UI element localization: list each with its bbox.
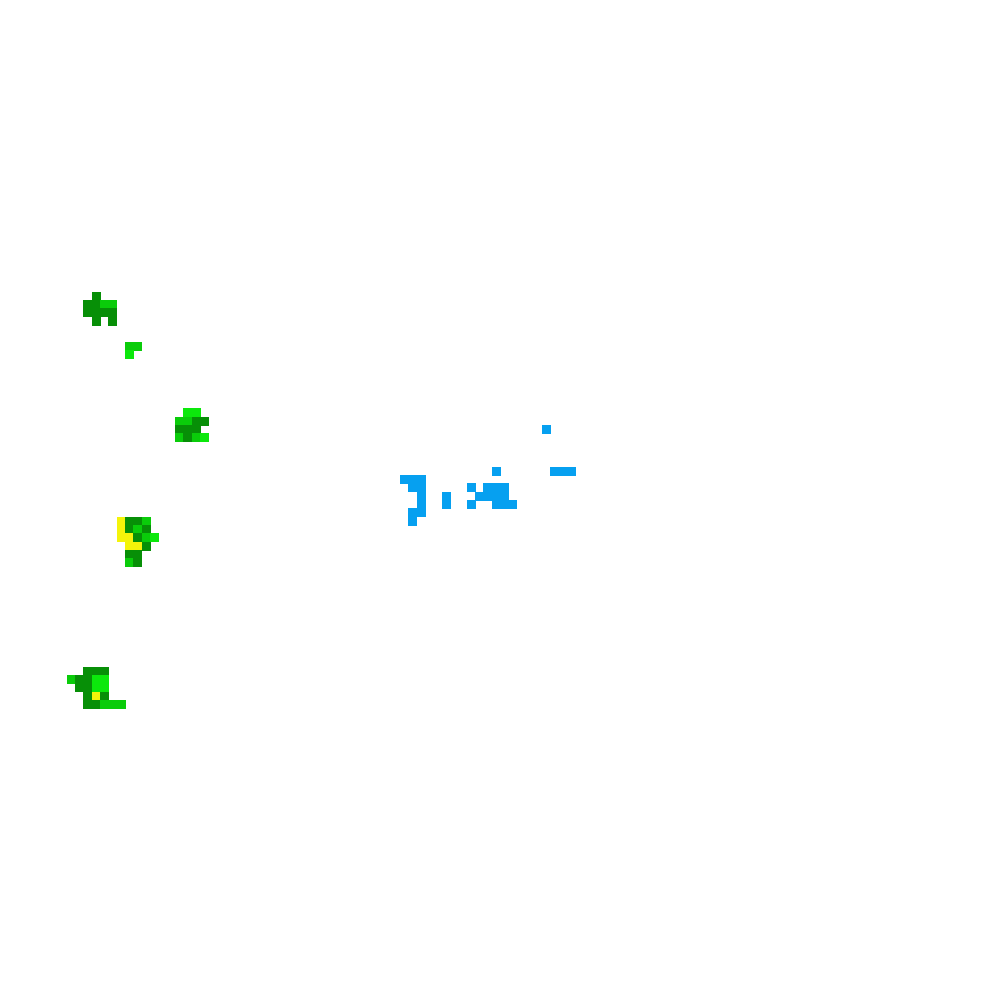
live-cell[interactable]	[416, 475, 426, 484]
live-cell[interactable]	[408, 475, 418, 484]
live-cell[interactable]	[91, 300, 101, 309]
live-cell[interactable]	[491, 466, 501, 476]
live-cell[interactable]	[125, 558, 134, 568]
live-cell[interactable]	[108, 308, 118, 318]
live-cell[interactable]	[191, 416, 201, 426]
live-cell[interactable]	[116, 700, 126, 709]
live-cell[interactable]	[483, 491, 493, 501]
live-cell[interactable]	[133, 550, 143, 559]
live-cell[interactable]	[83, 308, 93, 318]
live-cell[interactable]	[500, 500, 509, 509]
live-cell[interactable]	[558, 466, 568, 476]
live-cell[interactable]	[400, 475, 409, 484]
live-cell[interactable]	[566, 466, 576, 476]
live-cell[interactable]	[125, 516, 134, 526]
live-cell[interactable]	[150, 533, 159, 543]
live-cell[interactable]	[108, 700, 118, 709]
live-cell[interactable]	[125, 341, 134, 351]
live-cell[interactable]	[416, 500, 426, 509]
live-cell[interactable]	[141, 516, 151, 526]
live-cell[interactable]	[116, 533, 126, 543]
live-cell[interactable]	[175, 416, 184, 426]
live-cell[interactable]	[500, 491, 509, 501]
live-cell[interactable]	[550, 466, 559, 476]
live-cell[interactable]	[133, 533, 143, 543]
live-cell[interactable]	[100, 675, 109, 684]
live-cell[interactable]	[191, 425, 201, 434]
live-cell[interactable]	[133, 525, 143, 534]
live-cell[interactable]	[83, 300, 93, 309]
live-cell[interactable]	[75, 675, 84, 684]
live-cell[interactable]	[466, 483, 476, 493]
live-cell[interactable]	[175, 433, 184, 443]
live-cell[interactable]	[108, 300, 118, 309]
live-cell[interactable]	[125, 525, 134, 534]
live-cell[interactable]	[416, 508, 426, 518]
live-cell[interactable]	[133, 516, 143, 526]
live-cell[interactable]	[483, 483, 493, 493]
live-cell[interactable]	[508, 500, 518, 509]
live-cell[interactable]	[100, 691, 109, 701]
live-cell[interactable]	[108, 316, 118, 326]
live-cell[interactable]	[116, 525, 126, 534]
live-cell[interactable]	[183, 433, 193, 443]
live-cell[interactable]	[408, 483, 418, 493]
live-cell[interactable]	[83, 666, 93, 676]
live-cell[interactable]	[91, 666, 101, 676]
live-cell[interactable]	[191, 433, 201, 443]
live-cell[interactable]	[91, 683, 101, 693]
live-cell[interactable]	[100, 700, 109, 709]
live-cell[interactable]	[91, 316, 101, 326]
live-cell[interactable]	[441, 500, 451, 509]
live-cell[interactable]	[100, 683, 109, 693]
live-cell[interactable]	[416, 491, 426, 501]
live-cell[interactable]	[91, 691, 101, 701]
live-cell[interactable]	[83, 700, 93, 709]
live-cell[interactable]	[100, 308, 109, 318]
live-cell[interactable]	[441, 491, 451, 501]
live-cell[interactable]	[408, 516, 418, 526]
live-cell[interactable]	[125, 550, 134, 559]
live-cell[interactable]	[466, 500, 476, 509]
live-cell[interactable]	[183, 425, 193, 434]
live-cell[interactable]	[416, 483, 426, 493]
live-cell[interactable]	[83, 675, 93, 684]
live-cell[interactable]	[200, 416, 209, 426]
live-cell[interactable]	[408, 508, 418, 518]
live-cell[interactable]	[133, 558, 143, 568]
live-cell[interactable]	[141, 525, 151, 534]
live-cell[interactable]	[491, 500, 501, 509]
live-cell[interactable]	[133, 541, 143, 551]
live-cell[interactable]	[491, 483, 501, 493]
live-cell[interactable]	[125, 350, 134, 359]
live-cell[interactable]	[125, 533, 134, 543]
live-cell[interactable]	[75, 683, 84, 693]
live-cell[interactable]	[200, 433, 209, 443]
live-cell[interactable]	[91, 291, 101, 301]
live-cell[interactable]	[141, 541, 151, 551]
live-cell[interactable]	[91, 700, 101, 709]
live-cell[interactable]	[91, 308, 101, 318]
live-cell[interactable]	[141, 533, 151, 543]
live-cell[interactable]	[125, 541, 134, 551]
live-cell[interactable]	[91, 675, 101, 684]
live-cell[interactable]	[133, 341, 143, 351]
live-cell[interactable]	[491, 491, 501, 501]
live-cell[interactable]	[475, 491, 484, 501]
live-cell[interactable]	[191, 408, 201, 418]
live-cell[interactable]	[500, 483, 509, 493]
live-cell[interactable]	[83, 691, 93, 701]
live-cell[interactable]	[116, 516, 126, 526]
live-cell[interactable]	[183, 416, 193, 426]
live-cell[interactable]	[83, 683, 93, 693]
live-cell[interactable]	[100, 666, 109, 676]
live-cell[interactable]	[100, 300, 109, 309]
live-cell[interactable]	[541, 425, 551, 434]
live-cell[interactable]	[183, 408, 193, 418]
live-cell[interactable]	[175, 425, 184, 434]
live-cell[interactable]	[66, 675, 76, 684]
